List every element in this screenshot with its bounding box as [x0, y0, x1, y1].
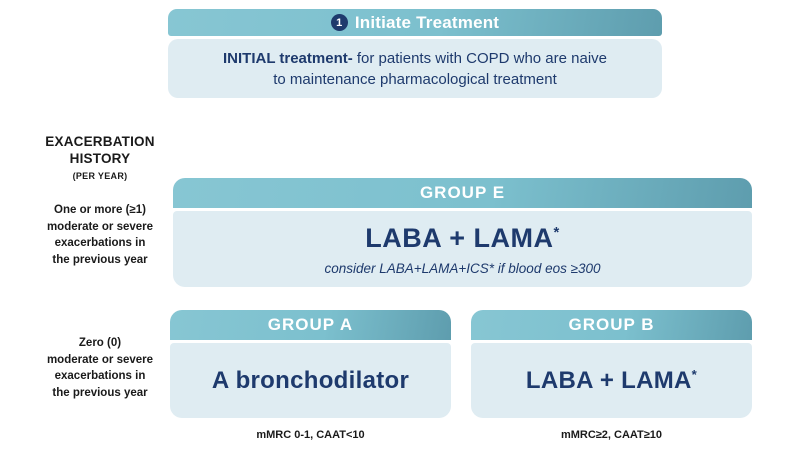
exacerbation-history-axis-label: EXACERBATION HISTORY (PER YEAR) — [25, 133, 175, 185]
banner-title: Initiate Treatment — [354, 12, 500, 32]
group-b-treatment-text: LABA + LAMA — [525, 366, 692, 394]
group-e-body: LABA + LAMA* consider LABA+LAMA+ICS* if … — [173, 211, 752, 287]
intro-line-2: to maintenance pharmacological treatment — [273, 70, 557, 88]
initiate-treatment-banner: 1 Initiate Treatment — [168, 9, 662, 36]
group-e-note: consider LABA+LAMA+ICS* if blood eos ≥30… — [324, 260, 601, 276]
step-number-badge: 1 — [330, 14, 348, 31]
row-label-line: the previous year — [52, 386, 148, 399]
group-b-footnote: mMRC≥2, CAAT≥10 — [560, 429, 663, 441]
group-e-name: GROUP E — [419, 183, 506, 202]
group-b-body: LABA + LAMA* — [471, 343, 752, 418]
axis-title-text: EXACERBATION HISTORY — [45, 134, 155, 166]
row-label-exacerbations-high: One or more (≥1) moderate or severe exac… — [25, 202, 175, 268]
group-b-name: GROUP B — [568, 315, 655, 334]
group-a-treatment: A bronchodilator — [211, 366, 410, 394]
axis-subtitle-text: (PER YEAR) — [72, 171, 128, 181]
group-b-header: GROUP B — [471, 310, 752, 340]
group-a-body: A bronchodilator — [170, 343, 451, 418]
group-e-asterisk: * — [553, 224, 560, 241]
row-label-line: exacerbations in — [54, 370, 146, 382]
row-label-exacerbations-zero: Zero (0) moderate or severe exacerbation… — [25, 335, 175, 401]
group-a-name: GROUP A — [267, 315, 354, 334]
row-label-line: One or more (≥1) — [54, 204, 146, 216]
group-b-treatment: LABA + LAMA* — [526, 367, 697, 395]
intro-line1-rest: for patients with COPD who are naive — [352, 49, 608, 67]
initial-treatment-description-box: INITIAL treatment- for patients with COP… — [168, 39, 662, 98]
group-a-header: GROUP A — [170, 310, 451, 340]
row-label-line: moderate or severe — [46, 220, 154, 233]
intro-line-1: INITIAL treatment- for patients with COP… — [223, 48, 607, 69]
group-a-footnote: mMRC 0-1, CAAT<10 — [256, 429, 365, 441]
intro-bold-text: INITIAL treatment- — [222, 49, 353, 67]
row-label-line: Zero (0) — [78, 337, 122, 349]
step-number: 1 — [336, 16, 343, 29]
group-e-treatment: LABA + LAMA* — [365, 223, 560, 254]
row-label-line: exacerbations in — [54, 237, 146, 249]
group-e-treatment-text: LABA + LAMA — [365, 222, 554, 253]
group-e-header: GROUP E — [173, 178, 752, 208]
row-label-line: the previous year — [52, 253, 148, 266]
row-label-line: moderate or severe — [46, 353, 154, 366]
group-b-asterisk: * — [691, 366, 698, 382]
